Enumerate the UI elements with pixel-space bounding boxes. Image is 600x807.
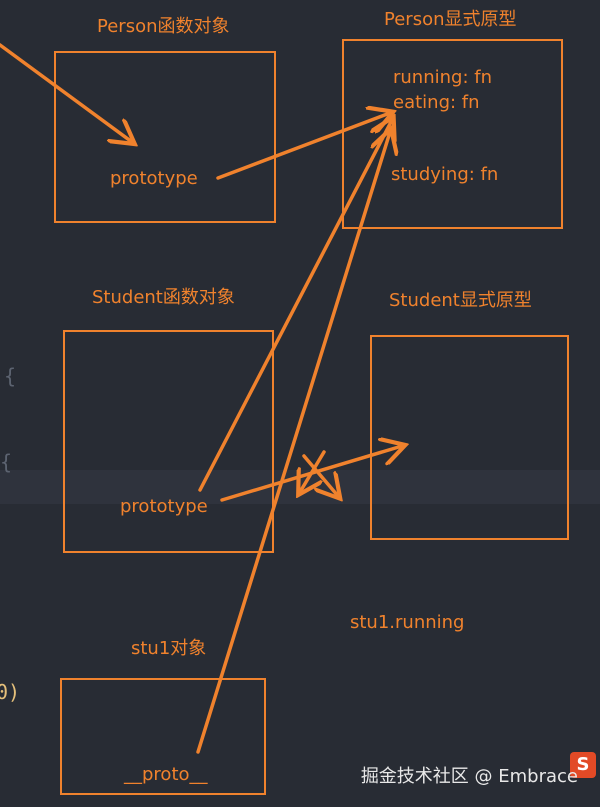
person-prototype-running: running: fn (393, 67, 492, 88)
student-function-title: Student函数对象 (92, 287, 235, 308)
watermark-text: 掘金技术社区 @ Embrace (360, 766, 578, 787)
stu1-proto: __proto__ (124, 764, 208, 785)
person-function-prototype: prototype (110, 168, 198, 189)
stu1-title: stu1对象 (131, 638, 207, 659)
person-prototype-studying: studying: fn (391, 164, 499, 185)
person-function-title: Person函数对象 (97, 16, 230, 37)
juejin-logo-icon: S (570, 752, 596, 778)
stu1-running-annotation: stu1.running (350, 612, 465, 633)
student-prototype-box (370, 335, 569, 540)
student-prototype-title: Student显式原型 (389, 290, 532, 311)
code-brace: { (4, 364, 17, 388)
code-brace: { (0, 450, 13, 474)
student-function-prototype: prototype (120, 496, 208, 517)
person-prototype-title: Person显式原型 (384, 9, 517, 30)
person-prototype-eating: eating: fn (393, 92, 480, 113)
person-function-box (54, 51, 276, 223)
code-paren: 0) (0, 680, 21, 704)
student-function-box (63, 330, 274, 553)
